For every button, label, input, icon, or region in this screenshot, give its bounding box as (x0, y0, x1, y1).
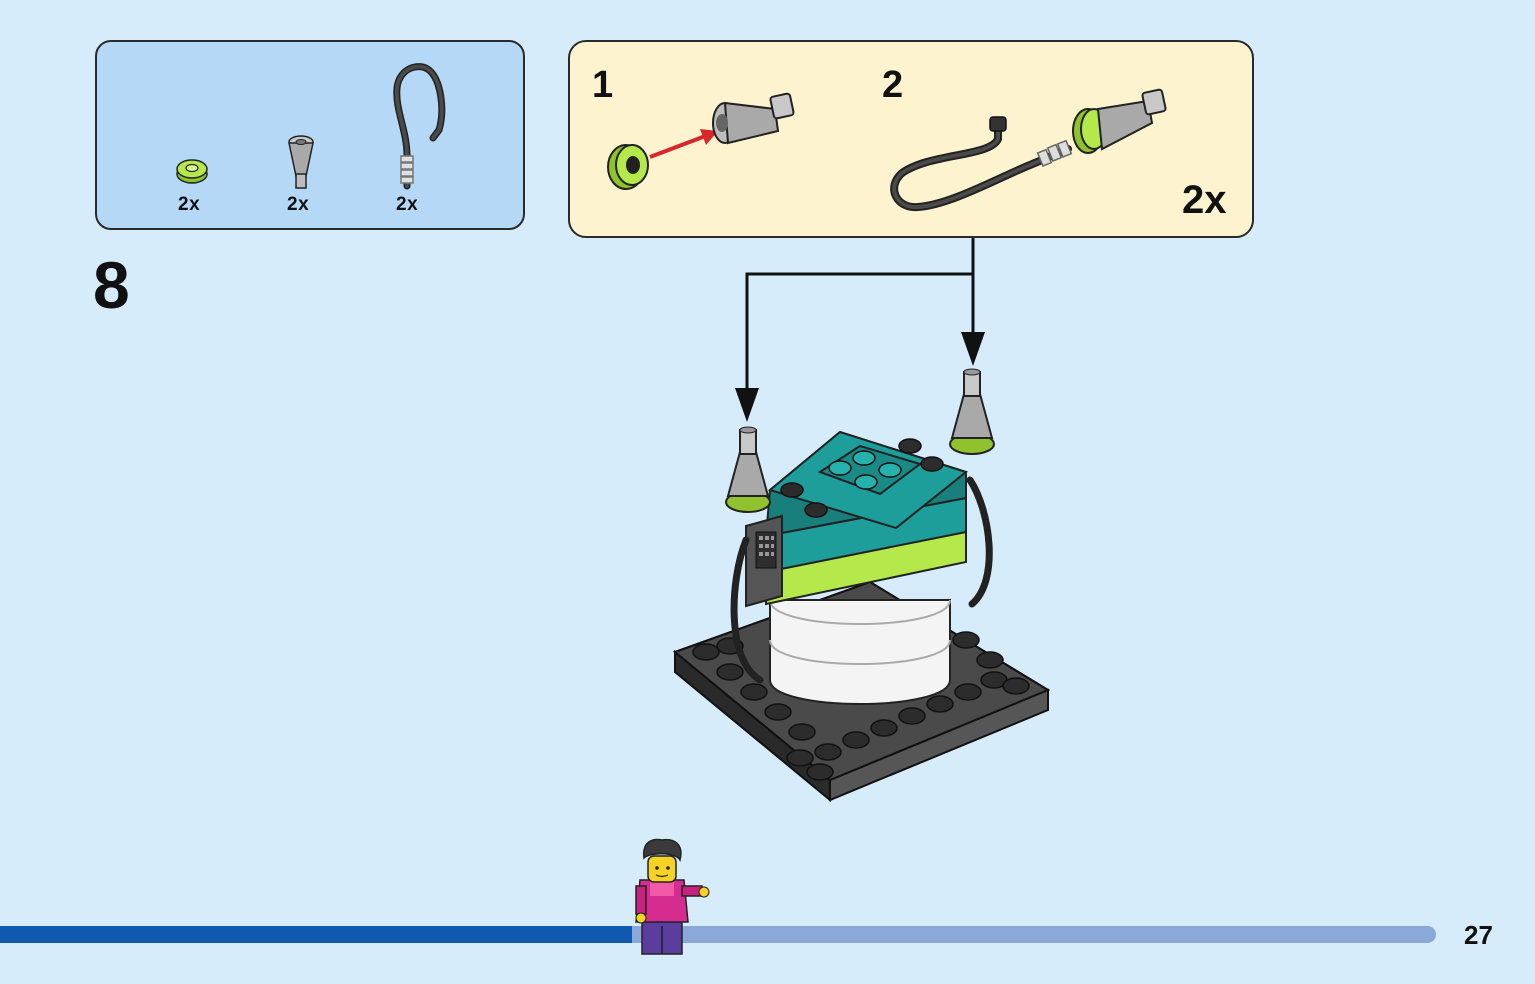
progress-bar (0, 926, 1436, 943)
arrow-head-right-icon (961, 332, 985, 366)
substep-2-illustration (890, 88, 1167, 212)
assembly-arrow-icon (649, 129, 718, 159)
part-qty-round-plate: 2x (178, 194, 201, 215)
callout-connector-arrows (735, 238, 985, 422)
progress-bar-fill (0, 926, 632, 943)
substep-multiplier: 2x (1182, 178, 1227, 222)
substep-number-2: 2 (882, 64, 904, 106)
teal-top (764, 430, 969, 538)
nozzle-right (949, 368, 995, 455)
step-number: 8 (93, 248, 130, 322)
hose-icon (890, 116, 1073, 212)
minifigure-progress-marker-icon (635, 838, 710, 955)
white-cylinder-body (769, 599, 951, 705)
keypad-panel (745, 514, 783, 608)
fuel-pump-model-illustration (673, 368, 1051, 803)
lime-plate-icon (607, 144, 649, 190)
part-qty-cone-nozzle: 2x (287, 194, 310, 215)
substeps-box: 1 2 2x (568, 40, 1254, 238)
substep-number-1: 1 (592, 64, 614, 106)
round-plate-icon (176, 159, 208, 184)
arrow-head-left-icon (735, 388, 759, 422)
substep-1-illustration (607, 92, 795, 190)
fuel-hoses (730, 476, 993, 684)
parts-list-box: 2x 2x 2x (95, 40, 525, 230)
flexible-hose-icon (393, 63, 446, 190)
part-qty-flexible-hose: 2x (396, 194, 419, 215)
cone-nozzle-icon (288, 135, 314, 189)
cone-nozzle-icon (1096, 88, 1167, 151)
nozzle-left (725, 426, 771, 513)
cone-nozzle-icon (712, 92, 795, 145)
page-number: 27 (1464, 920, 1493, 950)
